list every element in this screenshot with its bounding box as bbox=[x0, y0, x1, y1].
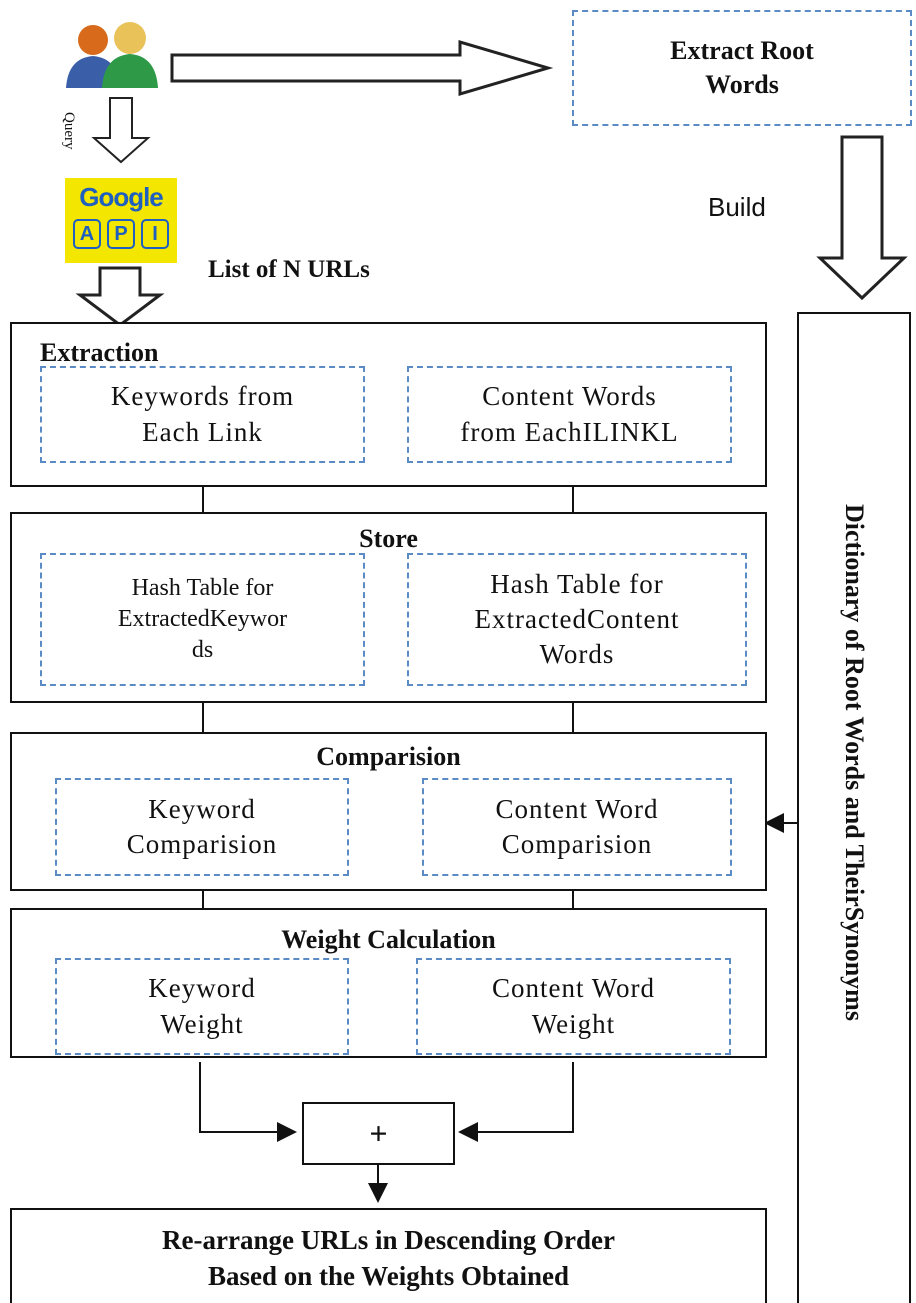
google-api-logo-word: Google bbox=[79, 182, 164, 212]
extract-root-words-box: Extract Root Words bbox=[572, 10, 912, 126]
query-label: Query bbox=[61, 112, 77, 150]
api-letter-p: P bbox=[107, 219, 135, 249]
extraction-title: Extraction bbox=[40, 338, 159, 367]
sum-operator-box: + bbox=[302, 1102, 455, 1165]
plus-symbol: + bbox=[369, 1115, 388, 1151]
users-icon bbox=[58, 18, 168, 90]
keywords-from-each-link: Keywords from Each Link bbox=[40, 366, 365, 463]
content-words-from-each-link: Content Words from EachILINKL bbox=[407, 366, 732, 463]
api-letter-i: I bbox=[141, 219, 169, 249]
dictionary-box: Dictionary of Root Words and TheirSynony… bbox=[797, 312, 911, 1303]
arrow-keyword-weight-to-plus bbox=[199, 1062, 297, 1142]
api-letter-a: A bbox=[73, 219, 101, 249]
keyword-weight: Keyword Weight bbox=[55, 958, 349, 1055]
build-label: Build bbox=[708, 192, 766, 222]
store-title: Store bbox=[359, 524, 418, 553]
hollow-arrow-build bbox=[816, 135, 908, 301]
content-word-weight: Content Word Weight bbox=[416, 958, 731, 1055]
google-api-logo: Google A P I bbox=[65, 178, 177, 263]
hash-table-content-words: Hash Table for ExtractedContent Words bbox=[407, 553, 747, 686]
hollow-arrow-query bbox=[91, 97, 151, 164]
hash-table-keywords: Hash Table for ExtractedKeywor ds bbox=[40, 553, 365, 686]
content-word-comparision: Content Word Comparision bbox=[422, 778, 732, 876]
comparision-title: Comparision bbox=[316, 742, 461, 771]
arrow-content-weight-to-plus bbox=[458, 1062, 574, 1142]
list-of-urls-label: List of N URLs bbox=[208, 256, 370, 283]
weight-calculation-title: Weight Calculation bbox=[281, 925, 496, 954]
hollow-arrow-api-to-extraction bbox=[75, 266, 165, 327]
keyword-comparision: Keyword Comparision bbox=[55, 778, 349, 876]
hollow-arrow-users-to-extract bbox=[170, 39, 554, 97]
dictionary-label: Dictionary of Root Words and TheirSynony… bbox=[840, 504, 869, 1021]
rearrange-urls-box: Re-arrange URLs in Descending Order Base… bbox=[10, 1208, 767, 1303]
